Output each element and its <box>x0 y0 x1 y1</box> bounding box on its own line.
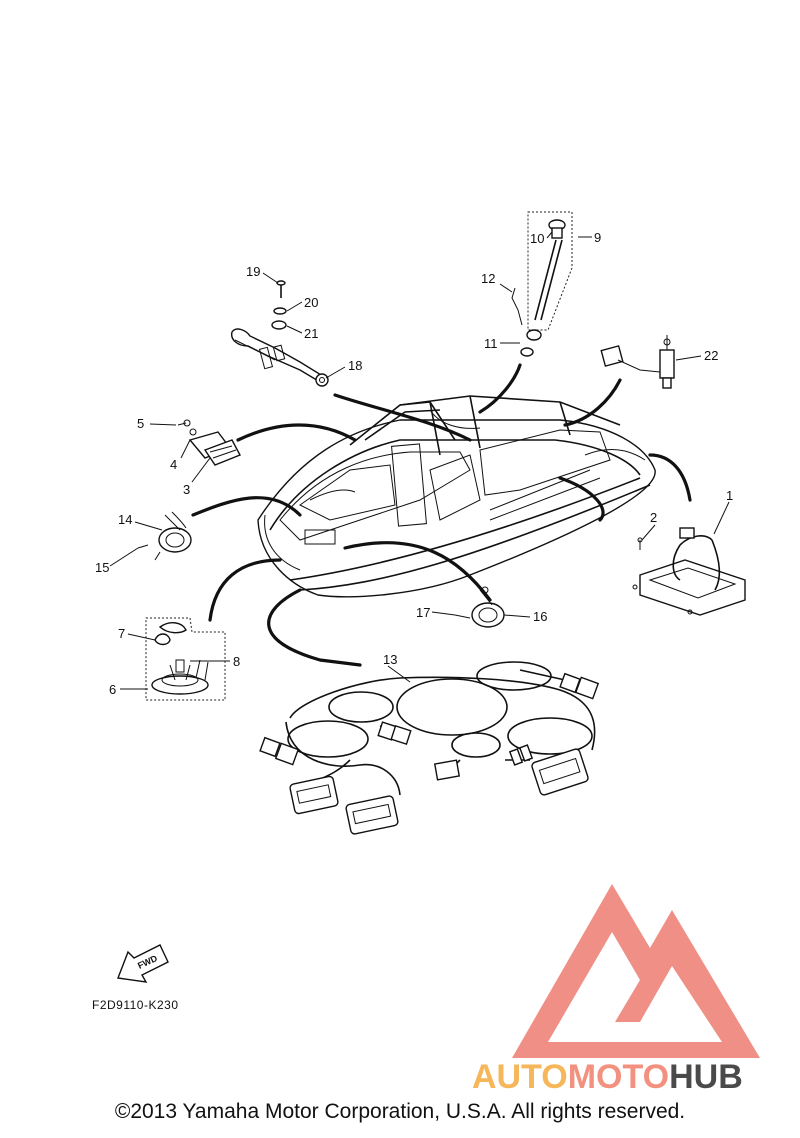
connection-wires <box>191 363 692 667</box>
handle-parts-18-21 <box>231 280 329 387</box>
callout-11: 11 <box>484 336 498 351</box>
screw-part-2 <box>637 537 643 550</box>
svg-text:AUTOMOTOHUB: AUTOMOTOHUB <box>472 1058 743 1096</box>
wiring-harness-13 <box>259 661 600 835</box>
connector-large-1 <box>289 775 339 815</box>
logo-text-moto: MOTO <box>568 1058 669 1096</box>
logo-text-auto: AUTO <box>472 1058 568 1096</box>
callout-2: 2 <box>650 510 657 525</box>
callout-4: 4 <box>170 457 177 472</box>
callout-8: 8 <box>233 654 240 669</box>
connector-top-right <box>559 672 600 700</box>
callout-19: 19 <box>246 264 260 279</box>
fuse-holders <box>508 744 534 766</box>
callout-17: 17 <box>416 605 430 620</box>
automotohub-logo: AUTOMOTOHUB <box>472 884 760 1096</box>
connector-left <box>259 736 300 766</box>
sensor-part-22 <box>600 335 675 389</box>
connector-center-small <box>433 759 461 781</box>
vent-parts-3-5 <box>177 419 241 466</box>
callout-numbers: 1 2 3 4 5 6 7 8 9 10 11 12 13 14 15 16 1… <box>95 230 733 697</box>
fwd-arrow-icon: FWD <box>117 944 169 983</box>
callout-14: 14 <box>118 512 132 527</box>
callout-22: 22 <box>704 348 718 363</box>
boat-hull-drawing <box>257 395 656 598</box>
vent-parts-14-15 <box>137 511 192 561</box>
callout-6: 6 <box>109 682 116 697</box>
callout-leaders <box>109 231 730 690</box>
logo-text-hub: HUB <box>669 1058 743 1096</box>
callout-16: 16 <box>533 609 547 624</box>
callout-21: 21 <box>304 326 318 341</box>
battery-holder-part <box>632 527 746 616</box>
vent-parts-16-17 <box>454 586 505 628</box>
callout-20: 20 <box>304 295 318 310</box>
drain-plug-parts-6-8 <box>145 617 226 701</box>
callout-10: 10 <box>530 231 544 246</box>
callout-12: 12 <box>481 271 495 286</box>
copyright-notice: ©2013 Yamaha Motor Corporation, U.S.A. A… <box>114 1100 686 1123</box>
callout-5: 5 <box>137 416 144 431</box>
connector-large-3 <box>531 748 589 796</box>
callout-1: 1 <box>726 488 733 503</box>
tube-parts-9-12 <box>511 211 573 357</box>
callout-9: 9 <box>594 230 601 245</box>
callout-15: 15 <box>95 560 109 575</box>
logo-triangle-mark <box>512 884 760 1058</box>
figure-code: F2D9110-K230 <box>92 998 179 1012</box>
connector-large-2 <box>345 795 399 835</box>
callout-18: 18 <box>348 358 362 373</box>
connector-mid-left <box>377 721 412 746</box>
callout-7: 7 <box>118 626 125 641</box>
callout-3: 3 <box>183 482 190 497</box>
callout-13: 13 <box>383 652 397 667</box>
